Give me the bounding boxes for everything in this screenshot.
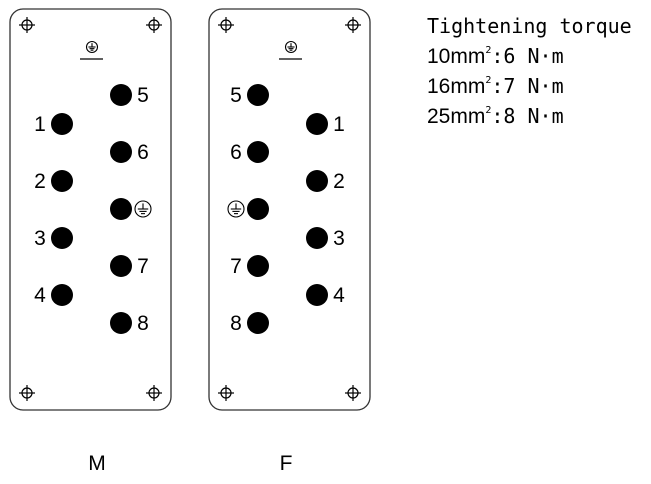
pin-6: 6 (230, 141, 269, 164)
pin-4: 4 (306, 284, 345, 307)
pin-contact (51, 284, 73, 306)
pin-label: 8 (230, 312, 242, 335)
torque-size: 25mm (427, 105, 485, 128)
connector-panels: M 1 2 3 4 5 6 7 8F 5 6 7 8 1 2 3 4 (9, 8, 371, 475)
pin-label: 2 (333, 170, 345, 193)
panel-outline (9, 8, 172, 411)
torque-size-superscript: 2 (485, 75, 491, 86)
torque-size-superscript: 2 (485, 45, 491, 56)
pin-contact (110, 84, 132, 106)
pin-contact (306, 284, 328, 306)
torque-size: 16mm (427, 75, 485, 98)
pin-label: 7 (230, 255, 242, 278)
mounting-hole-icon (146, 17, 162, 33)
pin-8: 8 (230, 312, 269, 335)
pin-label: 3 (333, 227, 345, 250)
pin-5: 5 (110, 84, 149, 107)
pin-label: 6 (230, 141, 242, 164)
pin-contact (247, 255, 269, 277)
pin-label: 6 (137, 141, 149, 164)
ground-icon (134, 200, 152, 218)
ground-icon (284, 40, 298, 54)
pin-contact (110, 255, 132, 277)
pin-label: 4 (34, 284, 46, 307)
pin-contact (110, 312, 132, 334)
pin-3: 3 (34, 227, 73, 250)
pin-8: 8 (110, 312, 149, 335)
torque-size: 10mm (427, 45, 485, 68)
mounting-hole-icon (218, 17, 234, 33)
pin-label: 3 (34, 227, 46, 250)
pin-contact (247, 141, 269, 163)
pin-contact (306, 113, 328, 135)
pin-contact (51, 170, 73, 192)
pin-1: 1 (34, 113, 73, 136)
pin-2: 2 (306, 170, 345, 193)
torque-value: :8 N·m (491, 104, 563, 128)
torque-value: :7 N·m (491, 74, 563, 98)
pin-contact (247, 84, 269, 106)
ground-icon (227, 200, 245, 218)
panel-outline (208, 8, 371, 411)
pin-contact (247, 198, 269, 220)
pin-label: 5 (230, 84, 242, 107)
pin-7: 7 (110, 255, 149, 278)
pin-5: 5 (230, 84, 269, 107)
pin-7: 7 (230, 255, 269, 278)
pin-3: 3 (306, 227, 345, 250)
pin-contact (51, 227, 73, 249)
pin-1: 1 (306, 113, 345, 136)
pin-contact (247, 312, 269, 334)
pin-contact (306, 170, 328, 192)
pin-label: 1 (333, 113, 345, 136)
pin-contact (51, 113, 73, 135)
mounting-hole-icon (19, 385, 35, 401)
torque-title: Tightening torque (427, 14, 632, 38)
mounting-hole-icon (146, 385, 162, 401)
pin-label: 4 (333, 284, 345, 307)
pin-ground (227, 198, 269, 220)
pin-label: 2 (34, 170, 46, 193)
pin-ground (110, 198, 152, 220)
mounting-hole-icon (218, 385, 234, 401)
mounting-hole-icon (19, 17, 35, 33)
pin-contact (306, 227, 328, 249)
ground-icon (85, 40, 99, 54)
mounting-hole-icon (345, 17, 361, 33)
pin-label: 7 (137, 255, 149, 278)
connector-panel-female: F 5 6 7 8 1 2 3 4 (208, 8, 371, 475)
pin-label: 8 (137, 312, 149, 335)
pin-label: 1 (34, 113, 46, 136)
torque-line: 10mm2:6 N·m (427, 44, 564, 68)
pin-6: 6 (110, 141, 149, 164)
torque-line: 16mm2:7 N·m (427, 74, 564, 98)
torque-size-superscript: 2 (485, 105, 491, 116)
torque-line: 25mm2:8 N·m (427, 104, 564, 128)
panel-label: M (88, 452, 106, 475)
pin-4: 4 (34, 284, 73, 307)
torque-value: :6 N·m (491, 44, 563, 68)
connector-panel-male: M 1 2 3 4 5 6 7 8 (9, 8, 172, 475)
mounting-hole-icon (345, 385, 361, 401)
pin-contact (110, 198, 132, 220)
pin-label: 5 (137, 84, 149, 107)
pin-2: 2 (34, 170, 73, 193)
pin-contact (110, 141, 132, 163)
panel-label: F (280, 452, 293, 475)
